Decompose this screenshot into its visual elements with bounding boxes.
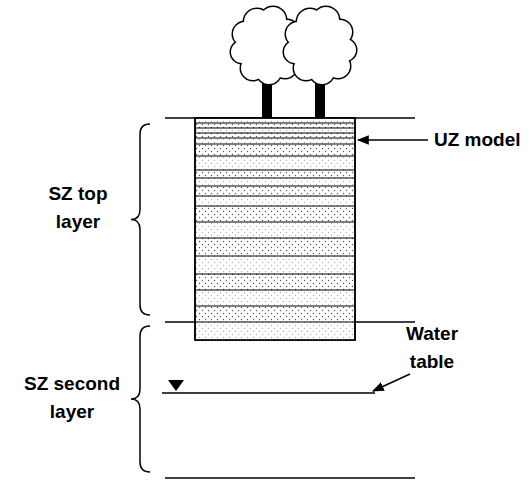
soil-band: [196, 178, 354, 186]
uz-cell-line: [195, 255, 355, 256]
uz-cell-line: [195, 205, 355, 206]
uz-cell-line: [195, 177, 355, 178]
uz-cell-line: [195, 321, 355, 322]
uz-cell-line: [195, 132, 355, 133]
soil-column: [195, 118, 355, 340]
uz-cell-line: [195, 221, 355, 222]
uz-cell-line: [195, 143, 355, 144]
callout-label: Water table: [394, 320, 470, 376]
uz-cell-line: [195, 289, 355, 290]
soil-band: [196, 222, 354, 238]
soil-band: [196, 256, 354, 274]
soil-band: [196, 196, 354, 206]
tree: [283, 6, 358, 119]
soil-band: [196, 156, 354, 170]
leader-arrow: [358, 139, 428, 141]
layer-label: SZ top layer: [28, 180, 128, 236]
soil-band: [196, 138, 354, 144]
uz-cell-line: [195, 195, 355, 196]
brace: [131, 124, 150, 315]
soil-band: [196, 290, 354, 306]
uz-cell-line: [195, 169, 355, 170]
uz-cell-line: [195, 137, 355, 138]
uz-cell-line: [195, 185, 355, 186]
water-table-symbol: [168, 380, 184, 391]
uz-cell-line: [195, 237, 355, 238]
water-table-line: [162, 392, 375, 394]
layer-boundary-line: [165, 321, 415, 323]
uz-cell-line: [195, 127, 355, 128]
leader-arrow: [373, 374, 410, 391]
layer-label: SZ second layer: [16, 370, 128, 426]
brace: [131, 326, 150, 472]
soil-band: [196, 322, 354, 340]
bottom-boundary-line: [165, 477, 415, 479]
soil-column-outline: [195, 118, 355, 340]
callout-label: UZ model: [434, 126, 521, 154]
soil-band: [196, 128, 354, 133]
uz-cell-line: [195, 155, 355, 156]
uz-cell-line: [195, 305, 355, 306]
uz-cell-line: [195, 122, 355, 123]
uz-cell-line: [195, 273, 355, 274]
